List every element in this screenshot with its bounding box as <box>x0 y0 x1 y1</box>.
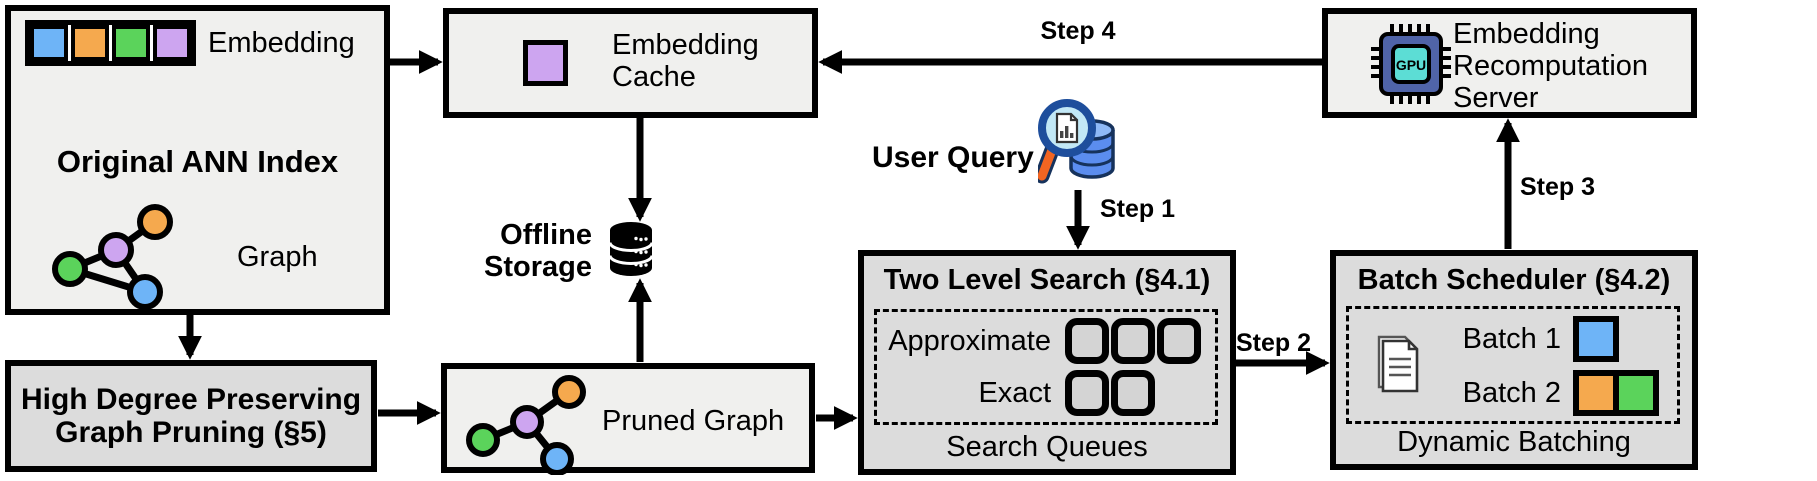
batch2-row: Batch 2 <box>1441 366 1677 420</box>
pruned-graph-box: Pruned Graph <box>441 363 815 475</box>
user-query-label: User Query <box>872 141 1034 174</box>
exact-queue-slots <box>1065 370 1207 416</box>
batch1-row: Batch 1 <box>1441 312 1677 366</box>
offline-storage-label: Offline Storage <box>484 219 592 283</box>
approximate-queue-row: Approximate <box>877 315 1215 367</box>
embedding-recomputation-server-box: GPU Embedding Recomputation Server <box>1322 8 1697 118</box>
batch-scheduler-box: Batch Scheduler (§4.2) Batch 1 Batch 2 <box>1330 250 1698 470</box>
pruned-graph-label: Pruned Graph <box>602 405 785 437</box>
queue-slot <box>1111 318 1155 364</box>
pruned-node-purple <box>510 405 544 439</box>
embedding-cache-box: Embedding Cache <box>443 8 818 118</box>
embedding-label: Embedding <box>208 27 355 59</box>
embedding-cell <box>112 25 150 61</box>
queue-slot <box>1111 370 1155 416</box>
original-ann-index-box: Embedding Original ANN Index Graph <box>5 5 390 315</box>
gpu-chip-label: GPU <box>1396 57 1426 73</box>
embedding-cell <box>30 25 68 61</box>
graph-node-orange <box>137 204 173 240</box>
embedding-cache-label: Embedding Cache <box>612 29 759 93</box>
documents-icon <box>1377 335 1419 393</box>
batch1-label: Batch 1 <box>1462 323 1561 355</box>
dynamic-batching-label: Dynamic Batching <box>1397 426 1631 458</box>
search-queues-label: Search Queues <box>946 431 1148 463</box>
embedding-strip <box>25 20 196 66</box>
cached-embedding-square <box>523 40 568 86</box>
recomputation-server-label: Embedding Recomputation Server <box>1453 18 1649 114</box>
exact-label: Exact <box>978 377 1051 409</box>
batch2-label: Batch 2 <box>1462 377 1561 409</box>
graph-node-blue <box>127 274 163 310</box>
graph-node-green <box>52 251 88 287</box>
approximate-label: Approximate <box>888 325 1051 357</box>
pruned-node-green <box>466 423 500 457</box>
queue-slot <box>1065 370 1109 416</box>
batch-scheduler-title: Batch Scheduler (§4.2) <box>1357 264 1671 296</box>
queue-slot <box>1065 318 1109 364</box>
step2-label: Step 2 <box>1236 329 1312 357</box>
batch-color-chip <box>1613 370 1659 416</box>
batch1-chips <box>1573 316 1667 362</box>
gpu-chip-icon: GPU <box>1371 24 1451 104</box>
queue-slot <box>1157 318 1201 364</box>
search-queues-panel: Approximate Exact <box>874 309 1218 425</box>
graph-label: Graph <box>237 241 318 273</box>
two-level-search-box: Two Level Search (§4.1) Approximate Exac… <box>858 250 1236 475</box>
embedding-cell <box>153 25 191 61</box>
graph-node-purple <box>98 232 134 268</box>
offline-storage-database-icon <box>608 222 654 276</box>
graph-icon <box>52 204 173 310</box>
exact-queue-row: Exact <box>877 367 1215 419</box>
embedding-cell <box>71 25 109 61</box>
step3-label: Step 3 <box>1520 173 1596 201</box>
pruned-graph-icon <box>466 375 586 475</box>
original-ann-index-title: Original ANN Index <box>56 144 339 179</box>
query-search-icon <box>1038 99 1115 184</box>
pruned-node-blue <box>540 442 574 475</box>
batch-color-chip <box>1573 316 1619 362</box>
graph-pruning-box: High Degree Preserving Graph Pruning (§5… <box>5 360 377 472</box>
step4-label: Step 4 <box>1040 17 1116 45</box>
graph-pruning-label: High Degree Preserving Graph Pruning (§5… <box>20 383 362 449</box>
batch2-chips <box>1573 370 1667 416</box>
two-level-search-title: Two Level Search (§4.1) <box>883 264 1211 296</box>
dynamic-batching-panel: Batch 1 Batch 2 <box>1346 306 1680 424</box>
pruned-node-orange <box>552 375 586 409</box>
approximate-queue-slots <box>1065 318 1207 364</box>
step1-label: Step 1 <box>1100 195 1176 223</box>
